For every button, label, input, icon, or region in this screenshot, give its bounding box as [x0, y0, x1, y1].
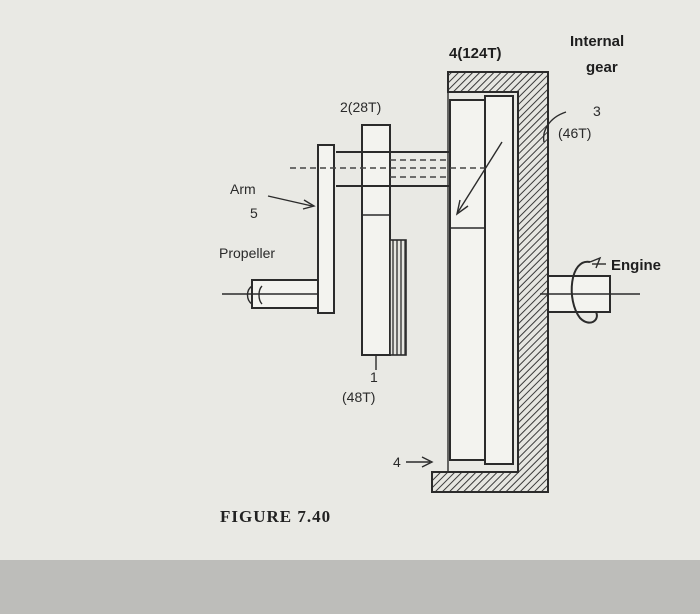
- label-propeller: Propeller: [219, 245, 275, 261]
- label-gear: gear: [586, 59, 618, 76]
- figure-caption: FIGURE 7.40: [220, 507, 331, 526]
- label-arm-number: 5: [250, 205, 258, 221]
- label-gear-4-outer: 4(124T): [449, 45, 502, 62]
- arm-5: [317, 144, 335, 314]
- planet-shaft: [290, 151, 485, 187]
- label-gear-1-num: 1: [370, 369, 378, 385]
- label-gear-1-teeth: (48T): [342, 389, 375, 405]
- rotation-arrow-icon: [570, 260, 598, 324]
- label-arm: Arm: [230, 181, 256, 197]
- propeller-shaft: [222, 279, 319, 309]
- leader-lines: [267, 111, 606, 468]
- internal-gear-4: [431, 71, 549, 493]
- label-gear-4-pointer: 4: [393, 454, 401, 470]
- gear-3-body: [449, 99, 486, 461]
- gear-1-fixed: [389, 239, 407, 356]
- label-gear-2: 2(28T): [340, 99, 381, 115]
- gear-3-rim: [484, 95, 514, 465]
- label-internal: Internal: [570, 33, 624, 50]
- engine-shaft: [540, 256, 640, 324]
- label-gear-3-teeth: (46T): [558, 125, 591, 141]
- label-gear-3-num: 3: [593, 103, 601, 119]
- gear-2: [361, 124, 391, 356]
- label-engine: Engine: [611, 257, 661, 274]
